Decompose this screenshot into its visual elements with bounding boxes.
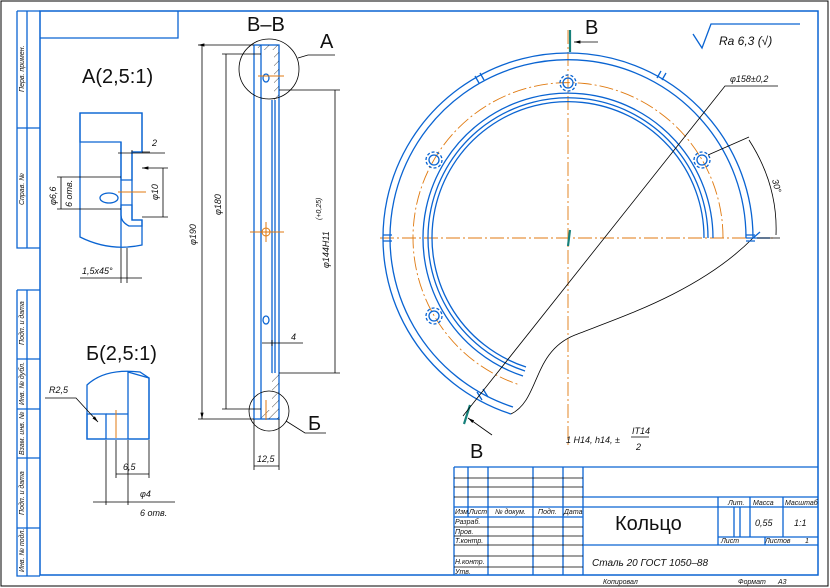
dim-6-5: 6,5 — [123, 462, 137, 472]
format-value: A3 — [777, 579, 787, 586]
rim-slots — [383, 70, 755, 401]
section-title: В–В — [247, 14, 285, 36]
title-block: Изм. Лист № докум. Подп. Дата Разраб. Пр… — [453, 466, 819, 576]
surface-roughness: Ra 6,3 (√) — [692, 23, 800, 50]
note-text: 1 H14, h14, ± — [566, 435, 620, 445]
dim-holes-a: 6 отв. — [64, 180, 74, 207]
note-denominator: 2 — [635, 442, 641, 452]
dim-d144-tol: (+0,25) — [316, 198, 323, 220]
section-label-bottom: В — [470, 441, 483, 463]
format-label: Формат — [738, 579, 766, 586]
tolerance-note: 1 H14, h14, ± IT14 2 — [566, 426, 650, 452]
detail-a-title: А(2,5:1) — [82, 66, 153, 88]
tb-role: Разраб. — [455, 518, 480, 526]
dim-d158: φ158±0,2 — [730, 74, 768, 84]
stamp-label: Перв. примен. — [19, 45, 26, 92]
dim-r2-5: R2,5 — [49, 385, 69, 395]
tb-role: Пров. — [455, 529, 474, 536]
tb-header: Лист — [468, 509, 487, 516]
bolt-holes — [425, 74, 711, 325]
tb-header: Подп. — [538, 508, 557, 516]
tb-header: Дата — [563, 509, 583, 516]
detail-b-view: Б(2,5:1) R2,5 6,5 φ4 6 отв. — [45, 343, 175, 518]
scale-value: 1:1 — [794, 518, 807, 528]
dim-2: 2 — [151, 138, 157, 148]
detail-b-title: Б(2,5:1) — [86, 343, 157, 365]
plan-view: В В φ158±0,2 30° — [380, 17, 783, 463]
footer: Копировал Формат A3 — [603, 579, 787, 586]
tb-role: Утв. — [454, 569, 471, 576]
tb-header: Изм. — [455, 509, 470, 516]
note-numerator: IT14 — [632, 426, 650, 436]
dim-d10: φ10 — [150, 184, 160, 200]
stamp-label: Справ. № — [19, 173, 26, 205]
sheet-label: Лист — [720, 538, 739, 545]
section-view: В–В А Б φ190 φ180 φ144H11 (+0,25) 4 12,5 — [188, 14, 340, 470]
tb-header: № докум. — [495, 508, 526, 516]
tb-role: Т.контр. — [455, 538, 483, 545]
callout-a: А — [320, 31, 334, 53]
side-stamps: Перв. примен. Справ. № Подп. и дата Инв.… — [18, 45, 26, 572]
sheets-label: Листов — [764, 538, 791, 545]
dim-d4: φ4 — [140, 489, 151, 499]
dim-d190: φ190 — [188, 224, 198, 245]
dim-holes-b: 6 отв. — [140, 508, 167, 518]
part-name: Кольцо — [615, 513, 682, 535]
dim-angle-30: 30° — [770, 178, 783, 194]
material: Сталь 20 ГОСТ 1050–88 — [592, 558, 708, 569]
dim-12-5: 12,5 — [257, 454, 276, 464]
dim-d144: φ144H11 — [321, 231, 331, 268]
stamp-label: Инв. № подл. — [18, 529, 26, 572]
mass-value: 0,55 — [755, 518, 774, 528]
scale-label: Масштаб — [785, 499, 819, 507]
dim-chamfer: 1,5x45° — [82, 266, 113, 276]
sheets-value: 1 — [805, 538, 809, 545]
mass-label: Масса — [753, 500, 774, 507]
detail-a-view: А(2,5:1) 2 φ10 φ6,6 6 отв. 1,5x45° — [48, 66, 168, 283]
dim-d180: φ180 — [213, 194, 223, 215]
callout-b: Б — [308, 413, 321, 435]
lit-label: Лит. — [727, 500, 744, 507]
stamp-label: Инв. № дубл. — [18, 362, 26, 405]
stamp-label: Взам. инв. № — [19, 411, 26, 455]
section-label-top: В — [585, 17, 598, 39]
dim-4: 4 — [291, 332, 296, 342]
stamp-label: Подп. и дата — [18, 471, 26, 515]
roughness-text: Ra 6,3 (√) — [719, 34, 772, 48]
copied-label: Копировал — [603, 579, 638, 586]
stamp-label: Подп. и дата — [18, 301, 26, 345]
dim-d6-6: φ6,6 — [48, 187, 58, 205]
tb-role: Н.контр. — [455, 559, 485, 566]
